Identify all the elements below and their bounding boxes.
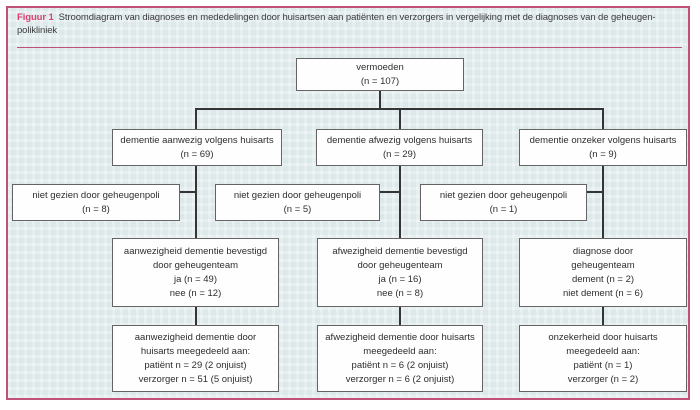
figure-title-line1: Figuur 1 Stroomdiagram van diagnoses en m…	[17, 12, 656, 23]
node-line: niet gezien door geheugenpoli	[233, 189, 362, 201]
node-line: nee (n = 12)	[169, 287, 222, 299]
flow-node-meegedeeld-afwezig: afwezigheid dementie door huisarts meege…	[317, 325, 483, 392]
figure-title: Figuur 1 Stroomdiagram van diagnoses en m…	[17, 11, 685, 37]
node-line: door geheugenteam	[152, 259, 239, 271]
figure-title-line2: polikliniek	[17, 25, 58, 36]
node-line: ja (n = 16)	[378, 273, 422, 285]
figure-title-text: Stroomdiagram van diagnoses en mededelin…	[58, 12, 656, 23]
flow-node-dementie-afwezig: dementie afwezig volgens huisarts (n = 2…	[316, 129, 483, 166]
node-line: niet gezien door geheugenpoli	[439, 189, 568, 201]
node-line: niet gezien door geheugenpoli	[32, 189, 160, 201]
node-line: patiënt n = 6 (2 onjuist)	[351, 359, 449, 371]
flow-node-dementie-onzeker: dementie onzeker volgens huisarts (n = 9…	[519, 129, 687, 166]
title-rule	[17, 47, 682, 48]
flow-node-dementie-aanwezig: dementie aanwezig volgens huisarts (n = …	[112, 129, 282, 166]
flow-node-niet-gezien-3: niet gezien door geheugenpoli (n = 1)	[420, 184, 587, 221]
node-line: diagnose door	[572, 245, 634, 257]
flow-node-bevestigd-aanwezig: aanwezigheid dementie bevestigd door geh…	[112, 238, 279, 307]
connector-middle-col-bottom	[399, 306, 401, 326]
node-line: verzorger n = 51 (5 onjuist)	[138, 373, 253, 385]
node-line: dementie aanwezig volgens huisarts	[120, 134, 274, 146]
node-line: dementie afwezig volgens huisarts	[326, 134, 473, 146]
node-line: afwezigheid dementie bevestigd	[332, 245, 468, 257]
node-line: afwezigheid dementie door huisarts	[325, 331, 475, 343]
node-line: geheugenteam	[571, 259, 635, 271]
connector-left-col-bottom	[195, 306, 197, 326]
node-line: aanwezigheid dementie door	[134, 331, 257, 343]
node-line: vermoeden	[356, 61, 404, 73]
node-line: aanwezigheid dementie bevestigd	[123, 245, 268, 257]
node-line: (n = 107)	[360, 75, 400, 87]
node-line: meegedeeld aan:	[566, 345, 640, 357]
flow-node-meegedeeld-aanwezig: aanwezigheid dementie door huisarts meeg…	[112, 325, 279, 392]
node-line: ja (n = 49)	[173, 273, 218, 285]
flow-node-vermoeden: vermoeden (n = 107)	[296, 58, 464, 91]
connector-middle-col-mid	[399, 164, 401, 239]
flow-node-niet-gezien-2: niet gezien door geheugenpoli (n = 5)	[215, 184, 380, 221]
node-line: (n = 1)	[489, 203, 518, 215]
connector-right-col-mid	[602, 164, 604, 239]
node-line: dementie onzeker volgens huisarts	[529, 134, 677, 146]
connector-drop-left	[195, 108, 197, 129]
node-line: (n = 29)	[382, 148, 416, 160]
node-line: verzorger (n = 2)	[567, 373, 639, 385]
node-line: door geheugenteam	[357, 259, 443, 271]
connector-nietgezien-2	[379, 191, 401, 193]
flow-node-diagnose-geheugenteam: diagnose door geheugenteam dement (n = 2…	[519, 238, 687, 307]
node-line: niet dement (n = 6)	[562, 287, 643, 299]
connector-drop-right	[602, 108, 604, 129]
connector-left-col-mid	[195, 164, 197, 239]
figure-label: Figuur 1	[17, 12, 54, 23]
node-line: (n = 5)	[283, 203, 312, 215]
flow-node-niet-gezien-1: niet gezien door geheugenpoli (n = 8)	[12, 184, 180, 221]
node-line: (n = 8)	[82, 203, 110, 215]
connector-right-col-bottom	[602, 306, 604, 326]
connector-nietgezien-3	[586, 191, 604, 193]
node-line: verzorger n = 6 (2 onjuist)	[345, 373, 455, 385]
flow-node-meegedeeld-onzeker: onzekerheid door huisarts meegedeeld aan…	[519, 325, 687, 392]
connector-drop-middle	[399, 108, 401, 129]
node-line: patiënt (n = 1)	[573, 359, 633, 371]
node-line: (n = 69)	[180, 148, 214, 160]
flow-node-bevestigd-afwezig: afwezigheid dementie bevestigd door gehe…	[317, 238, 483, 307]
connector-vermoeden-down	[379, 90, 381, 110]
node-line: (n = 9)	[589, 148, 617, 160]
node-line: dement (n = 2)	[571, 273, 635, 285]
node-line: nee (n = 8)	[376, 287, 424, 299]
node-line: patiënt n = 29 (2 onjuist)	[144, 359, 247, 371]
node-line: meegedeeld aan:	[363, 345, 437, 357]
connector-nietgezien-1	[179, 191, 197, 193]
node-line: onzekerheid door huisarts	[548, 331, 658, 343]
node-line: huisarts meegedeeld aan:	[140, 345, 251, 357]
